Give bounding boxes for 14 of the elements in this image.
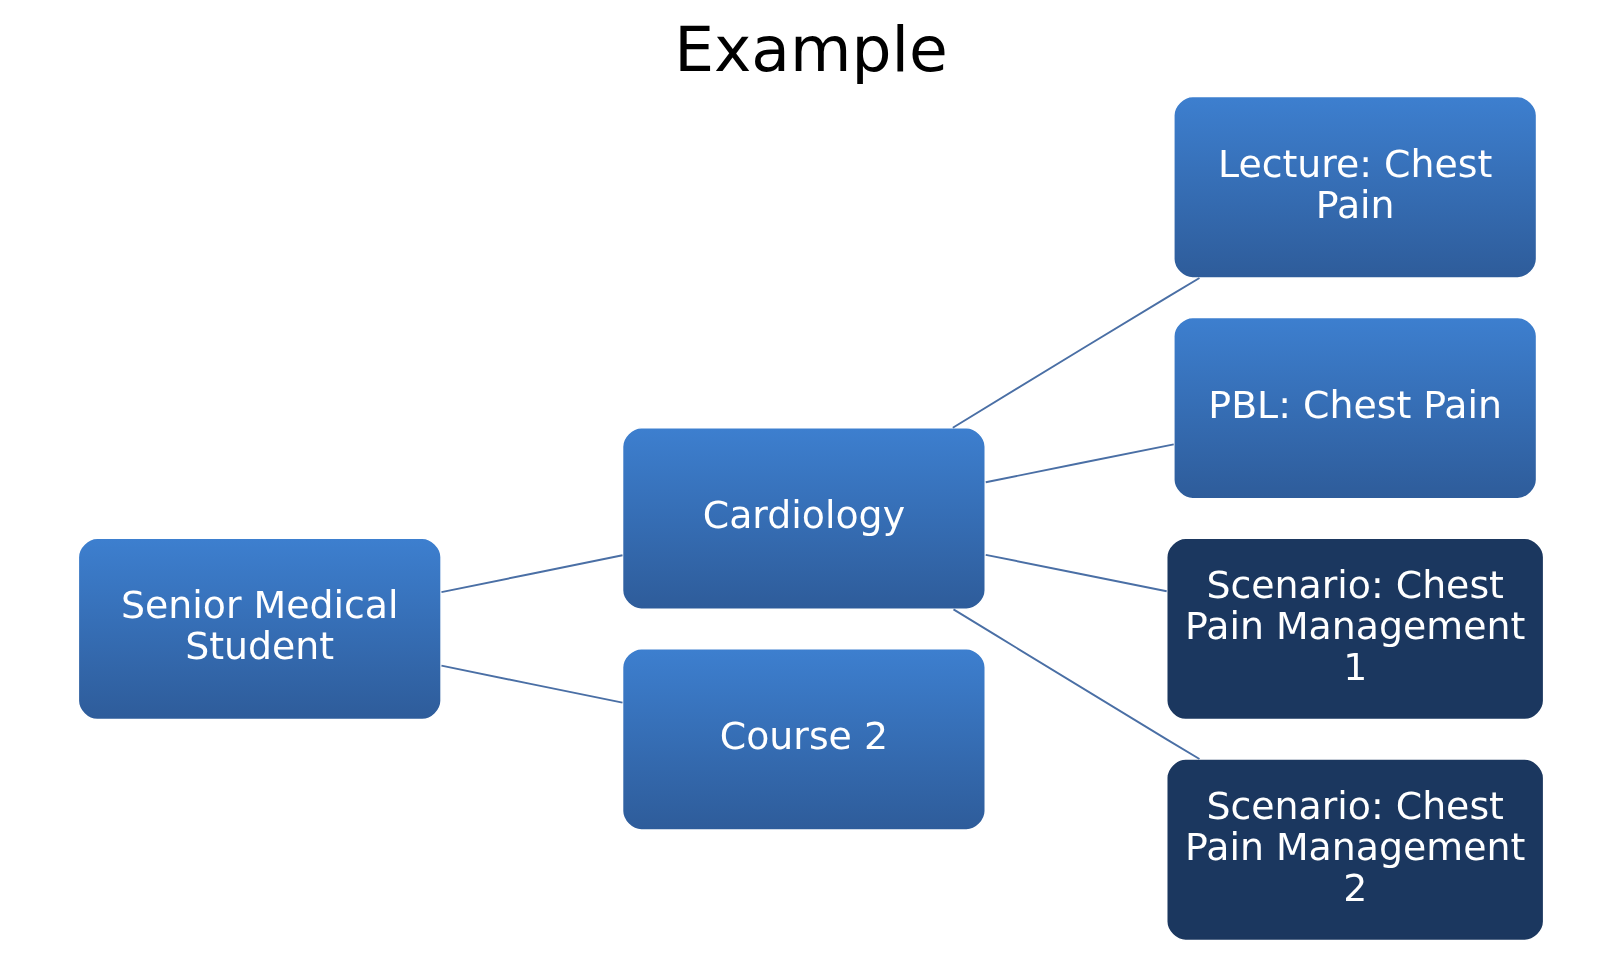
node-box: Cardiology bbox=[621, 427, 986, 610]
node-box: Course 2 bbox=[621, 647, 986, 831]
connector bbox=[440, 554, 623, 594]
node-box: Scenario: Chest Pain Management 2 bbox=[1165, 758, 1544, 942]
connector bbox=[984, 553, 1168, 593]
node-box: Scenario: Chest Pain Management 1 bbox=[1165, 537, 1544, 721]
connector bbox=[984, 443, 1175, 484]
connector bbox=[952, 608, 1200, 760]
node-box: Senior Medical Student bbox=[77, 537, 442, 721]
diagram-title: Example bbox=[673, 12, 948, 87]
node-box: Lecture: Chest Pain bbox=[1172, 95, 1537, 279]
connector bbox=[951, 277, 1200, 429]
node-box: PBL: Chest Pain bbox=[1172, 316, 1537, 500]
connector bbox=[440, 664, 623, 704]
